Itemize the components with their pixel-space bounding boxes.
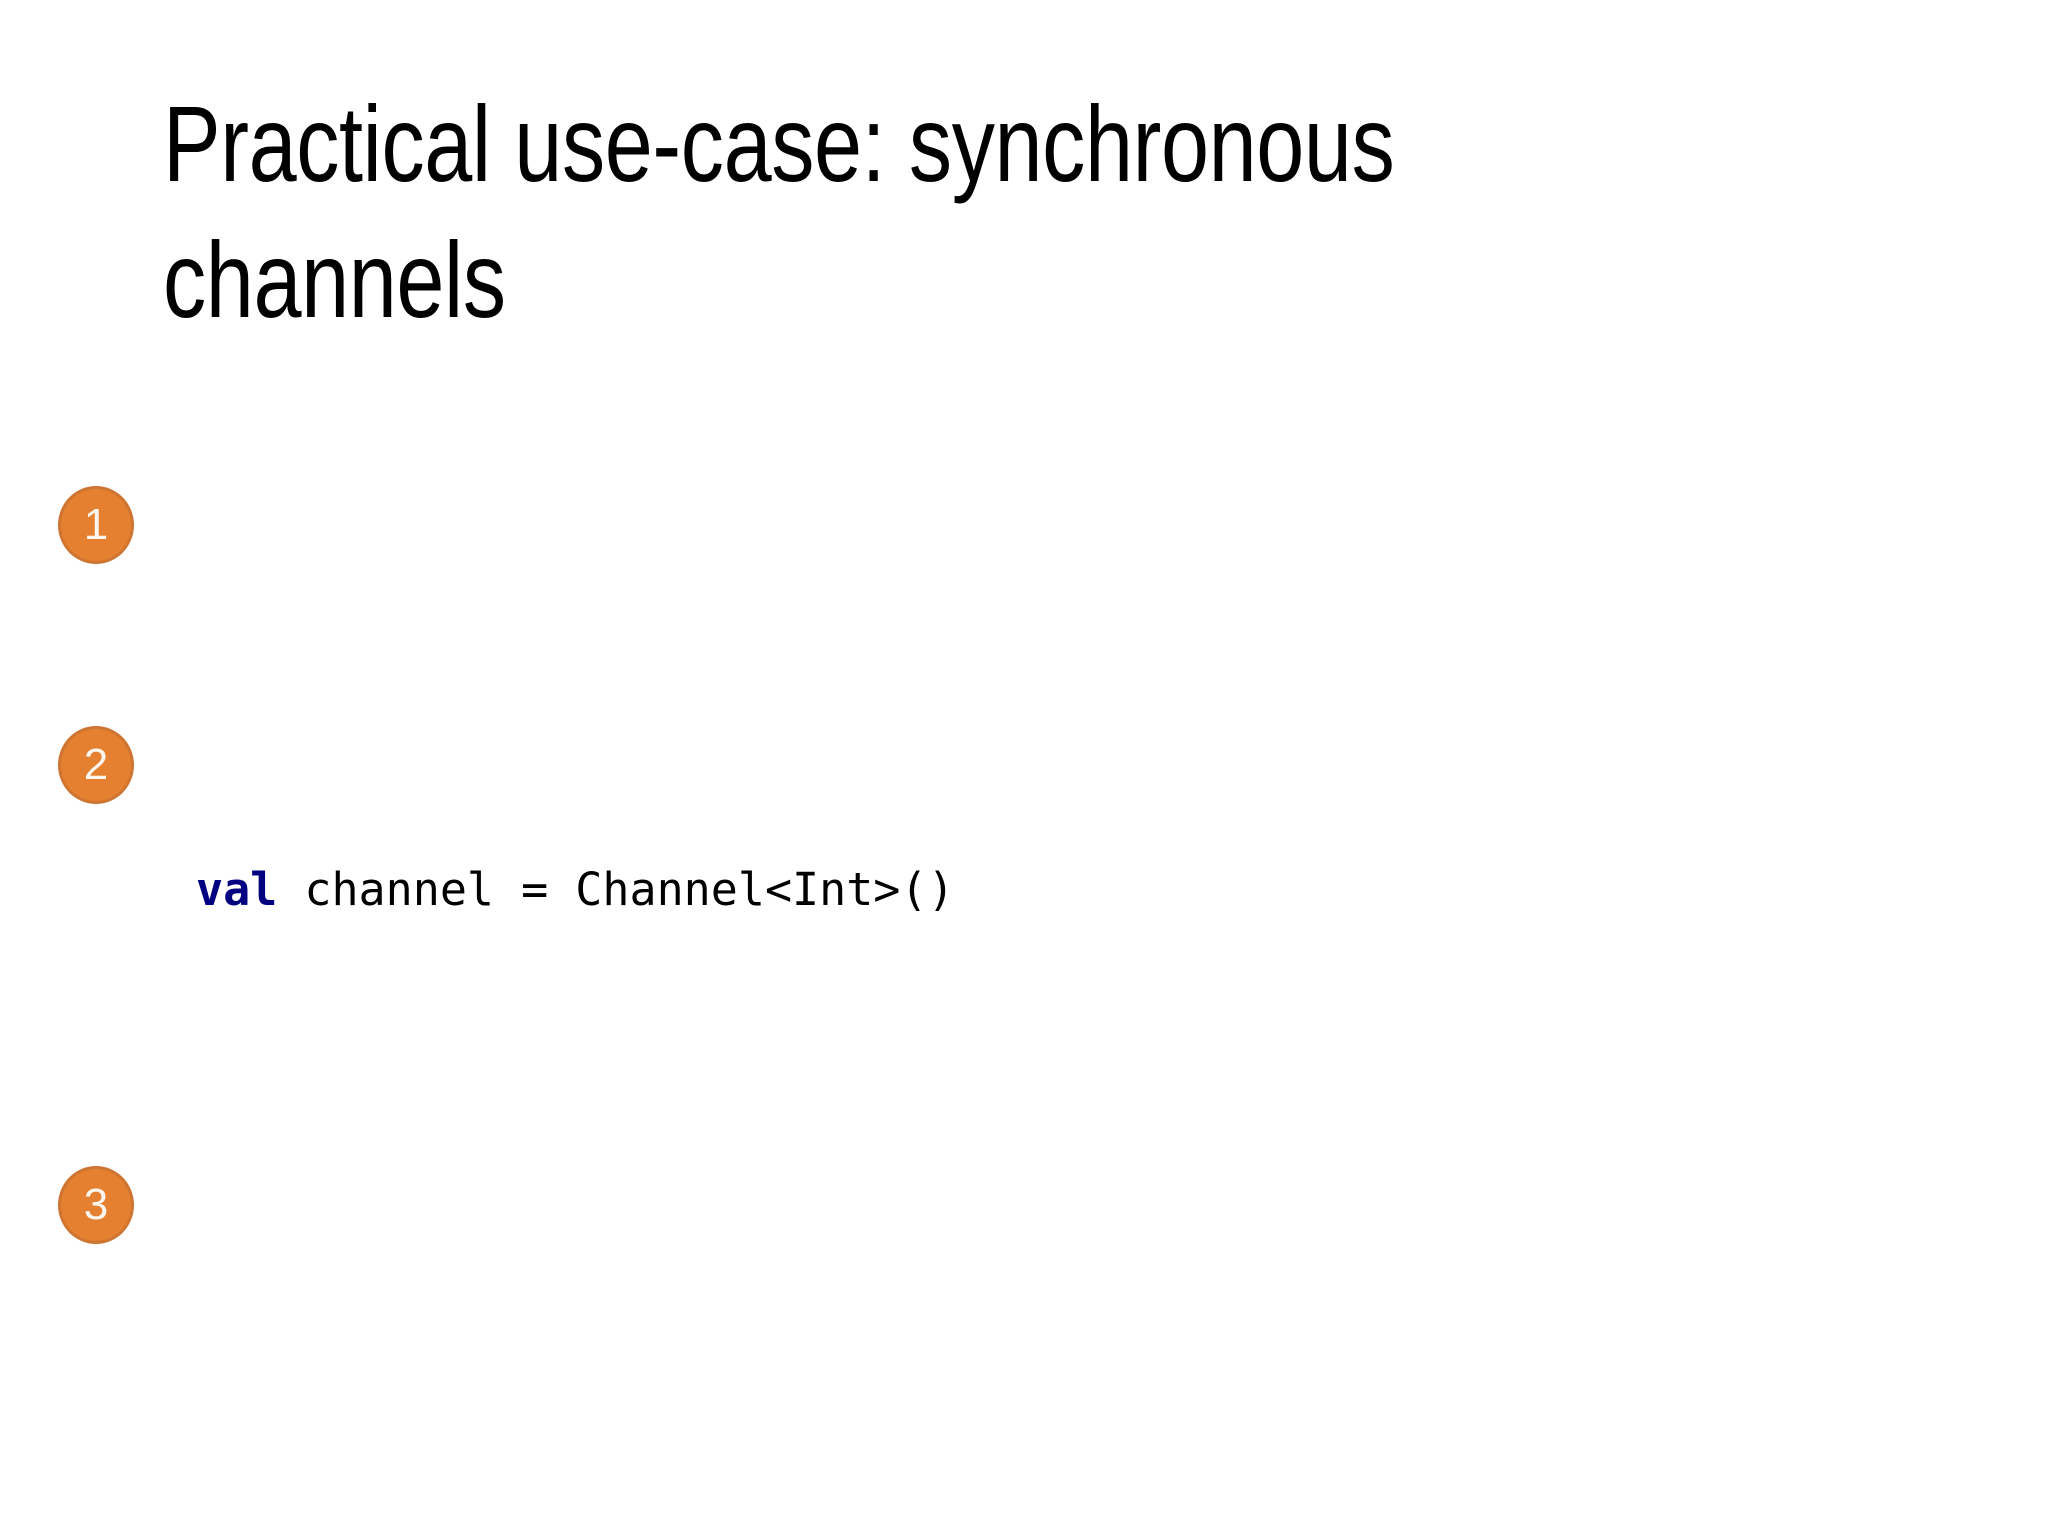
code-spacer-1 bbox=[196, 1236, 1696, 1299]
step-badge-1-label: 1 bbox=[83, 500, 109, 549]
step-badge-3-label: 3 bbox=[83, 1180, 109, 1229]
step-badge-3: 3 bbox=[58, 1166, 134, 1244]
code-line-val-channel: val channel = Channel<Int>() bbox=[196, 858, 1696, 921]
code-listing: val channel = Channel<Int>() // coroutin… bbox=[196, 480, 1696, 1536]
keyword-val: val bbox=[196, 863, 278, 916]
code-text-channel-decl: channel = Channel<Int>() bbox=[277, 863, 955, 916]
page-title: Practical use-case: synchronous channels bbox=[163, 83, 1395, 341]
step-badge-2-label: 2 bbox=[83, 740, 109, 789]
step-badge-2: 2 bbox=[58, 726, 134, 804]
step-badge-1: 1 bbox=[58, 486, 134, 564]
code-block-1: val channel = Channel<Int>() bbox=[196, 732, 1696, 1047]
